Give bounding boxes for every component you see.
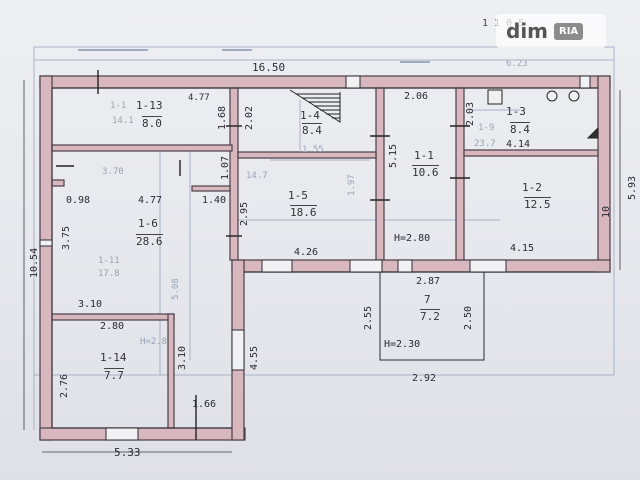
dim-276: 2.76 xyxy=(59,373,70,398)
room-old-area: 23.7 xyxy=(474,139,496,149)
dim-ria-logo: dim RIA xyxy=(496,14,606,48)
dim-455: 4.55 xyxy=(249,345,260,370)
walls xyxy=(39,75,611,441)
dim-255: 2.55 xyxy=(363,305,374,330)
dim-155-faint: 1.55 xyxy=(302,145,324,155)
windows xyxy=(39,75,591,441)
logo-badge: RIA xyxy=(554,22,584,40)
room-old-id: 1-11 xyxy=(98,256,120,266)
logo-brand: dim xyxy=(506,19,549,43)
dim-280: 2.80 xyxy=(100,321,125,332)
dim-292: 2.92 xyxy=(412,373,437,384)
room-area: 12.5 xyxy=(524,197,551,211)
room-id: 1-13 xyxy=(136,99,163,112)
dim-287: 2.87 xyxy=(416,276,441,287)
room-id: 1-4 xyxy=(300,109,320,122)
dim-477b: 4.77 xyxy=(138,195,163,206)
room-area: 7.2 xyxy=(420,309,440,323)
room-area: 7.7 xyxy=(104,368,124,382)
dim-508-faint: 5.08 xyxy=(171,278,181,300)
room-area: 28.6 xyxy=(136,234,163,248)
dim-098: 0.98 xyxy=(66,195,91,206)
dim-10: 10 xyxy=(601,205,612,218)
porch-outline xyxy=(379,272,485,361)
dim-295: 2.95 xyxy=(239,201,250,226)
dim-h230: H=2.30 xyxy=(384,339,421,350)
dim-202: 2.02 xyxy=(244,105,255,130)
room-old-area: 17.8 xyxy=(98,269,120,279)
room-id: 1-5 xyxy=(288,189,308,202)
room-id: 7 xyxy=(424,293,431,306)
dim-375: 3.75 xyxy=(61,225,72,250)
dim-206: 2.06 xyxy=(404,91,429,102)
room-area: 8.4 xyxy=(302,123,322,137)
dim-426: 4.26 xyxy=(294,247,319,258)
door-marks xyxy=(56,70,470,440)
inner-outline xyxy=(51,87,598,429)
dim-168: 1.68 xyxy=(217,105,228,130)
dim-310v: 3.10 xyxy=(177,345,188,370)
dim-bottom-width: 5.33 xyxy=(114,446,141,459)
dim-203: 2.03 xyxy=(465,101,476,126)
dim-370-faint: 3.70 xyxy=(102,167,124,177)
room-old-area: H=2.8 xyxy=(140,337,168,347)
room-old-area: 14.1 xyxy=(112,116,134,126)
old-contour xyxy=(33,46,615,430)
room-old-area: 14.7 xyxy=(246,171,268,181)
room-id: 1-6 xyxy=(138,217,158,230)
dim-414: 4.14 xyxy=(506,139,531,150)
dim-overall-length: 16.50 xyxy=(252,61,286,74)
room-area: 8.4 xyxy=(510,122,530,136)
room-area: 18.6 xyxy=(290,205,317,219)
dim-h280: H=2.80 xyxy=(394,233,431,244)
room-area: 10.6 xyxy=(412,165,439,179)
dim-166: 1.66 xyxy=(192,399,217,410)
dim-197-faint: 1.97 xyxy=(347,174,357,196)
room-old-id: 1-9 xyxy=(478,123,495,133)
dim-107: 1.07 xyxy=(220,155,231,180)
room-id: 1-14 xyxy=(100,351,127,364)
room-id: 1-1 xyxy=(414,149,434,162)
room-old-id: 1-1 xyxy=(110,101,127,111)
dim-415: 4.15 xyxy=(510,243,535,254)
dim-140: 1.40 xyxy=(202,195,227,206)
room-id: 1-3 xyxy=(506,105,526,118)
dim-477: 4.77 xyxy=(188,93,210,103)
dim-310: 3.10 xyxy=(78,299,103,310)
dim-right-height: 5.93 xyxy=(627,175,638,200)
dim-left-height: 10.54 xyxy=(29,247,40,278)
old-windows xyxy=(78,49,430,63)
dim-515: 5.15 xyxy=(388,143,399,168)
staircase xyxy=(289,89,341,123)
dim-overall-faint: 6.23 xyxy=(506,59,528,69)
room-area: 8.0 xyxy=(142,116,162,130)
bath-fixtures xyxy=(487,89,599,139)
room-id: 1-2 xyxy=(522,181,542,194)
dimension-lines xyxy=(23,80,621,453)
dim-250: 2.50 xyxy=(463,305,474,330)
